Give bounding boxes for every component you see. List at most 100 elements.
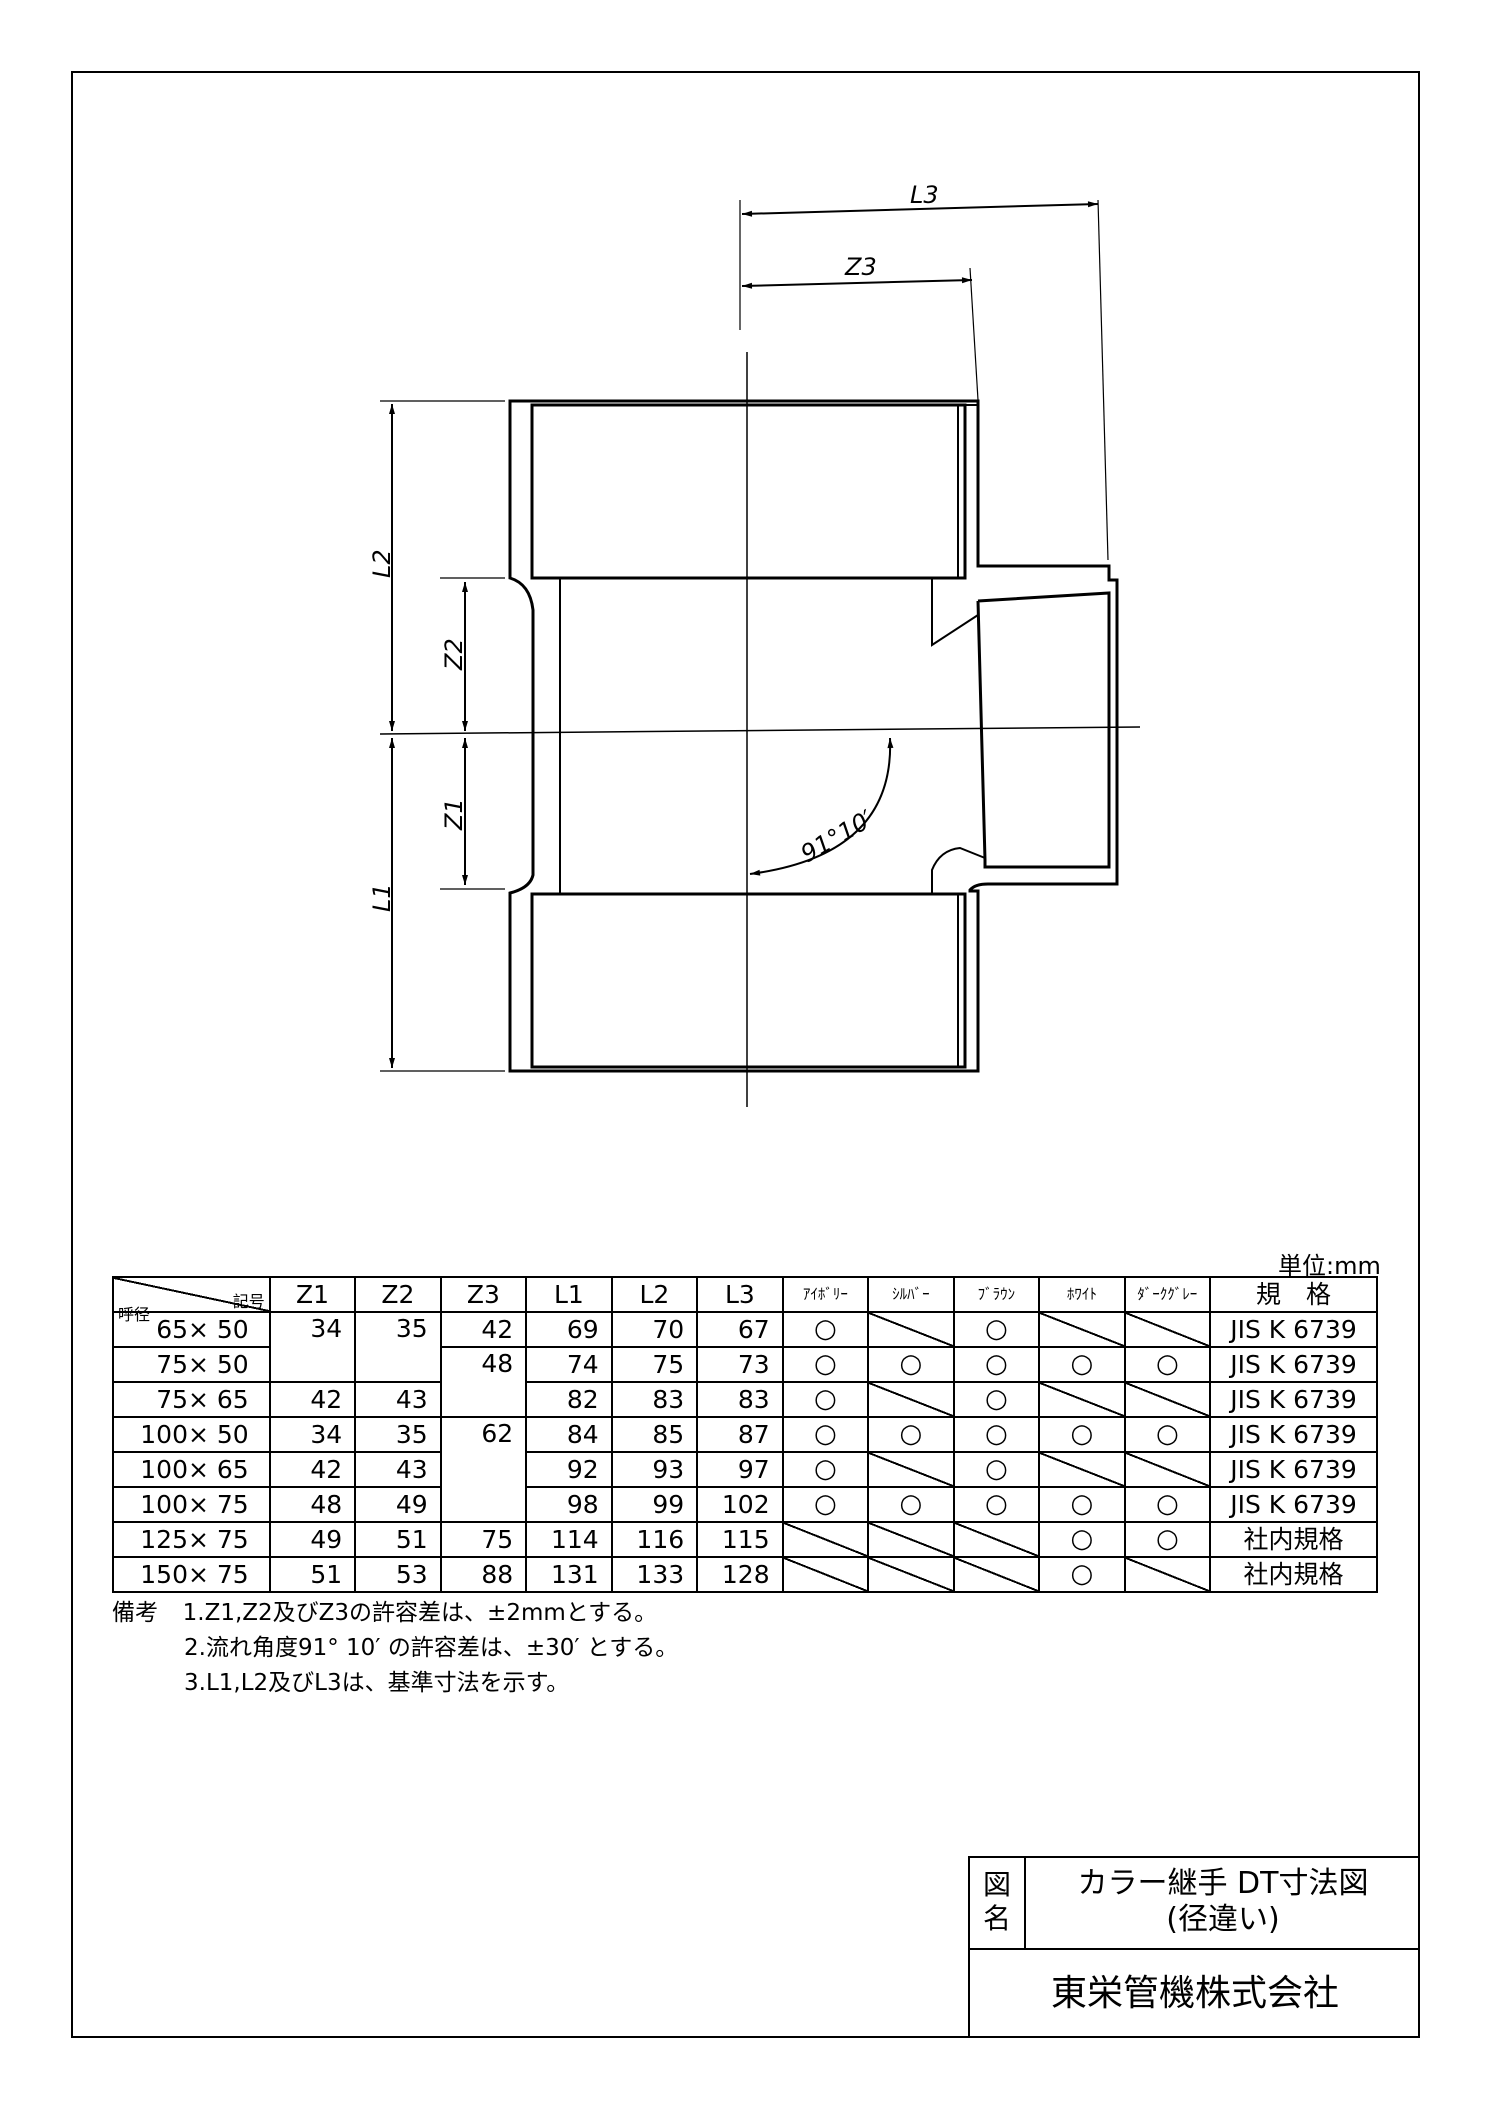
not-available-cell bbox=[867, 1381, 955, 1418]
availability-mark: ○ bbox=[952, 1416, 1041, 1453]
fitting-drawing: L3 Z3 L2 Z2 Z1 L1 91°10′ bbox=[368, 181, 1141, 1107]
notes-label: 備考 bbox=[112, 1600, 158, 1626]
l2-cell: 116 bbox=[610, 1521, 699, 1558]
z1-cell: 48 bbox=[268, 1486, 357, 1523]
availability-mark: ○ bbox=[952, 1311, 1041, 1348]
l1-cell: 98 bbox=[525, 1486, 613, 1523]
not-available-cell bbox=[867, 1311, 955, 1348]
not-available-cell bbox=[781, 1556, 870, 1593]
col-header-l1: L1 bbox=[525, 1276, 613, 1313]
title-block: 図名 カラー継手 DT寸法図 (径違い) 東栄管機株式会社 bbox=[968, 1856, 1420, 2038]
l3-cell: 87 bbox=[696, 1416, 784, 1453]
note-text-3: 3.L1,L2及びL3は、基準寸法を示す。 bbox=[184, 1670, 570, 1696]
z3-cell: 62 bbox=[439, 1416, 528, 1523]
l1-cell: 82 bbox=[525, 1381, 613, 1418]
z3-cell: 42 bbox=[439, 1311, 528, 1348]
l3-cell: 102 bbox=[696, 1486, 784, 1523]
col-header-dark-gray: ﾀﾞｰｸｸﾞﾚｰ bbox=[1123, 1276, 1212, 1313]
note-item-2: 2.流れ角度91° 10′ の許容差は、±30′ とする。 bbox=[112, 1631, 678, 1666]
availability-mark: ○ bbox=[1123, 1416, 1212, 1453]
l1-cell: 114 bbox=[525, 1521, 613, 1558]
note-item-1: 備考 1.Z1,Z2及びZ3の許容差は、±2mmとする。 bbox=[112, 1596, 678, 1631]
l3-cell: 128 bbox=[696, 1556, 784, 1593]
z2-cell: 35 bbox=[354, 1311, 442, 1383]
note-item-3: 3.L1,L2及びL3は、基準寸法を示す。 bbox=[112, 1666, 678, 1701]
z1-cell: 34 bbox=[268, 1311, 357, 1383]
nominal-size-cell: 100× 50 bbox=[112, 1416, 271, 1453]
angle-label: 91°10′ bbox=[796, 804, 878, 868]
not-available-cell bbox=[1038, 1451, 1126, 1488]
not-available-cell bbox=[952, 1556, 1041, 1593]
not-available-cell bbox=[867, 1521, 955, 1558]
availability-mark: ○ bbox=[952, 1346, 1041, 1383]
branch-socket bbox=[976, 591, 1111, 869]
col-header-z3: Z3 bbox=[439, 1276, 528, 1313]
dim-label-z2: Z2 bbox=[440, 638, 468, 671]
corner-top-label: 記号 bbox=[232, 1291, 265, 1311]
standard-cell: 社内規格 bbox=[1209, 1556, 1378, 1593]
nominal-size-cell: 65× 50 bbox=[112, 1311, 271, 1348]
not-available-cell bbox=[1123, 1381, 1212, 1418]
table-header-row: 記号 呼径 Z1 Z2 Z3 L1 L2 L3 ｱｲﾎﾞﾘｰ ｼﾙﾊﾞｰ ﾌﾞﾗ… bbox=[112, 1276, 1378, 1324]
availability-mark: ○ bbox=[1038, 1556, 1126, 1593]
z1-cell: 51 bbox=[268, 1556, 357, 1593]
standard-cell: JIS K 6739 bbox=[1209, 1416, 1378, 1453]
z3-cell: 48 bbox=[439, 1346, 528, 1418]
l2-cell: 99 bbox=[610, 1486, 699, 1523]
z1-cell: 49 bbox=[268, 1521, 357, 1558]
availability-mark: ○ bbox=[1123, 1521, 1212, 1558]
z2-cell: 49 bbox=[354, 1486, 442, 1523]
z2-cell: 43 bbox=[354, 1381, 442, 1418]
z2-cell: 35 bbox=[354, 1416, 442, 1453]
nominal-size-cell: 75× 65 bbox=[112, 1381, 271, 1418]
availability-mark: ○ bbox=[781, 1416, 870, 1453]
availability-mark: ○ bbox=[867, 1346, 955, 1383]
z3-cell: 88 bbox=[439, 1556, 528, 1593]
dim-label-l1: L1 bbox=[368, 883, 396, 912]
l1-cell: 84 bbox=[525, 1416, 613, 1453]
fitting-outline bbox=[508, 399, 1119, 1073]
z2-cell: 51 bbox=[354, 1521, 442, 1558]
z2-cell: 43 bbox=[354, 1451, 442, 1488]
l3-cell: 67 bbox=[696, 1311, 784, 1348]
nominal-size-cell: 125× 75 bbox=[112, 1521, 271, 1558]
dim-label-l2: L2 bbox=[368, 549, 396, 578]
l3-cell: 83 bbox=[696, 1381, 784, 1418]
l2-cell: 133 bbox=[610, 1556, 699, 1593]
col-header-l3: L3 bbox=[696, 1276, 784, 1313]
z2-cell: 53 bbox=[354, 1556, 442, 1593]
col-header-white: ﾎﾜｲﾄ bbox=[1038, 1276, 1126, 1313]
col-header-l2: L2 bbox=[610, 1276, 699, 1313]
l3-cell: 73 bbox=[696, 1346, 784, 1383]
upper-socket bbox=[530, 403, 967, 580]
l2-cell: 85 bbox=[610, 1416, 699, 1453]
not-available-cell bbox=[867, 1451, 955, 1488]
not-available-cell bbox=[1038, 1381, 1126, 1418]
z1-cell: 34 bbox=[268, 1416, 357, 1453]
availability-mark: ○ bbox=[781, 1451, 870, 1488]
availability-mark: ○ bbox=[867, 1416, 955, 1453]
title-label-char-2: 名 bbox=[982, 1902, 1011, 1935]
not-available-cell bbox=[1123, 1451, 1212, 1488]
availability-mark: ○ bbox=[1038, 1346, 1126, 1383]
l1-cell: 74 bbox=[525, 1346, 613, 1383]
title-block-label: 図名 bbox=[970, 1858, 1026, 1950]
lower-socket bbox=[530, 892, 967, 1069]
not-available-cell bbox=[952, 1521, 1041, 1558]
nominal-size-cell: 150× 75 bbox=[112, 1556, 271, 1593]
z1-cell: 42 bbox=[268, 1381, 357, 1418]
availability-mark: ○ bbox=[952, 1381, 1041, 1418]
not-available-cell bbox=[867, 1556, 955, 1593]
l1-cell: 69 bbox=[525, 1311, 613, 1348]
note-text-1: 1.Z1,Z2及びZ3の許容差は、±2mmとする。 bbox=[182, 1600, 658, 1626]
availability-mark: ○ bbox=[1123, 1346, 1212, 1383]
col-header-z2: Z2 bbox=[354, 1276, 442, 1313]
not-available-cell bbox=[1123, 1311, 1212, 1348]
